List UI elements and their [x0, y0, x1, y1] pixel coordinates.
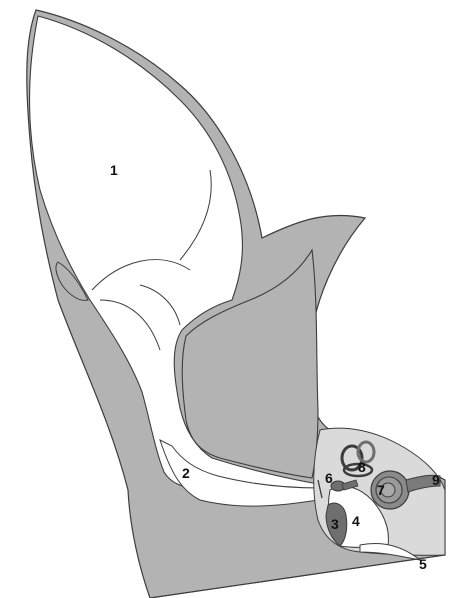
- label-6: 6: [325, 470, 333, 486]
- label-2: 2: [182, 465, 190, 481]
- label-3: 3: [331, 516, 339, 532]
- label-7: 7: [377, 482, 385, 498]
- label-1: 1: [110, 162, 118, 178]
- label-9: 9: [432, 472, 440, 488]
- label-5: 5: [419, 556, 427, 572]
- label-8: 8: [358, 459, 366, 475]
- label-4: 4: [352, 513, 360, 529]
